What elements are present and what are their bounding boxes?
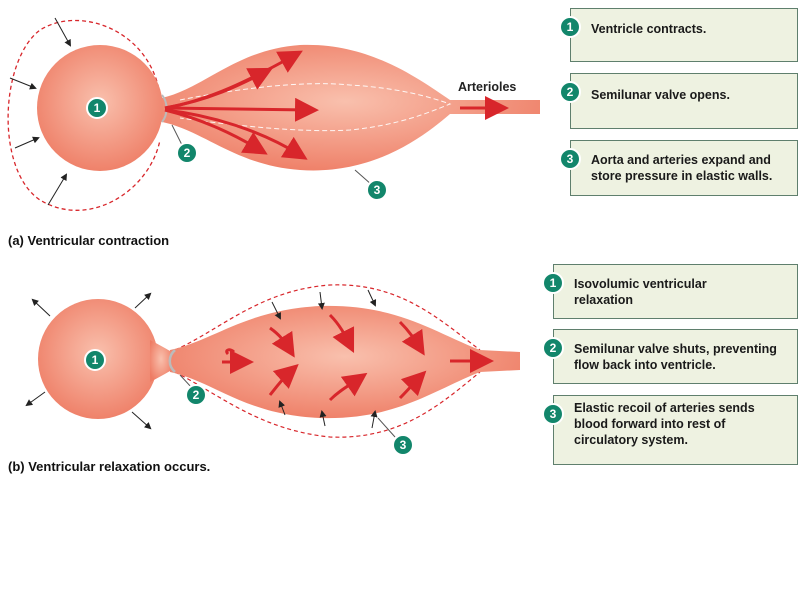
step-b-1-text: Isovolumic ventricular relaxation [574,276,707,307]
caption-b: (b) Ventricular relaxation occurs. [8,459,211,474]
step-a-1-text: Ventricle contracts. [591,22,707,36]
badge-b-3: 3 [392,434,414,456]
compression-arrows [9,17,71,206]
step-a-2-badge: 2 [559,81,581,103]
step-b-3-badge: 3 [542,403,564,425]
flow-arrows-b [222,313,494,402]
step-b-1-badge: 1 [542,272,564,294]
step-a-2-text: Semilunar valve opens. [591,88,730,102]
badge-b-2: 2 [185,384,207,406]
panel-a-figure [7,17,540,211]
aorta-recoiled [170,305,520,419]
flow-arrows-a [164,50,509,160]
artery-outline-dashed [174,284,481,438]
badge-b-1: 1 [84,349,106,371]
arterioles-label: Arterioles [458,80,517,94]
step-b-3-text: Elastic recoil of arteries sends blood f… [574,401,755,447]
step-b-2-badge: 2 [542,337,564,359]
badge-a-1: 1 [86,97,108,119]
step-a-3-text: Aorta and arteries expand and store pres… [591,153,773,183]
relaxation-arrows [25,289,378,430]
step-b-2: 2 Semilunar valve shuts, preventing flow… [542,329,798,384]
semilunar-valve-closed [168,349,176,373]
step-a-2: 2 Semilunar valve opens. [559,73,798,129]
aorta-inner-dashed [179,83,452,132]
step-a-3-badge: 3 [559,148,581,170]
step-b-1: 1 Isovolumic ventricular relaxation [542,264,798,319]
step-a-1-badge: 1 [559,16,581,38]
ventricle-outline-dashed [7,19,161,211]
step-b-3: 3 Elastic recoil of arteries sends blood… [542,395,798,465]
step-a-3: 3 Aorta and arteries expand and store pr… [559,140,798,196]
badge-a-3: 3 [366,179,388,201]
step-b-2-text: Semilunar valve shuts, preventing flow b… [574,341,777,372]
step-a-1: 1 Ventricle contracts. [559,8,798,62]
caption-a: (a) Ventricular contraction [8,233,170,248]
badge-a-2: 2 [176,142,198,164]
